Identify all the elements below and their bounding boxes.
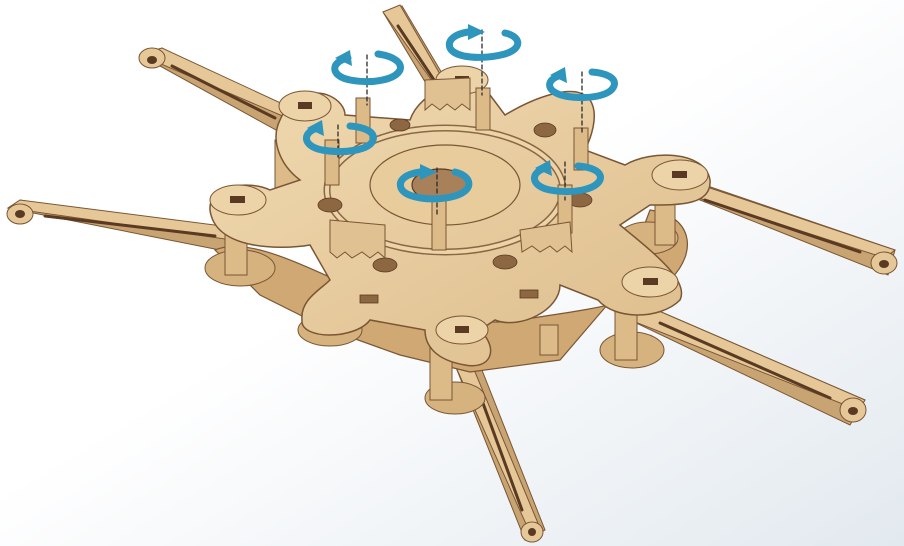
- arm-hole: [147, 56, 157, 64]
- arm-hole: [879, 260, 889, 268]
- arm-hole: [528, 528, 536, 536]
- arm-hole: [15, 210, 25, 218]
- arm-hole: [848, 407, 858, 415]
